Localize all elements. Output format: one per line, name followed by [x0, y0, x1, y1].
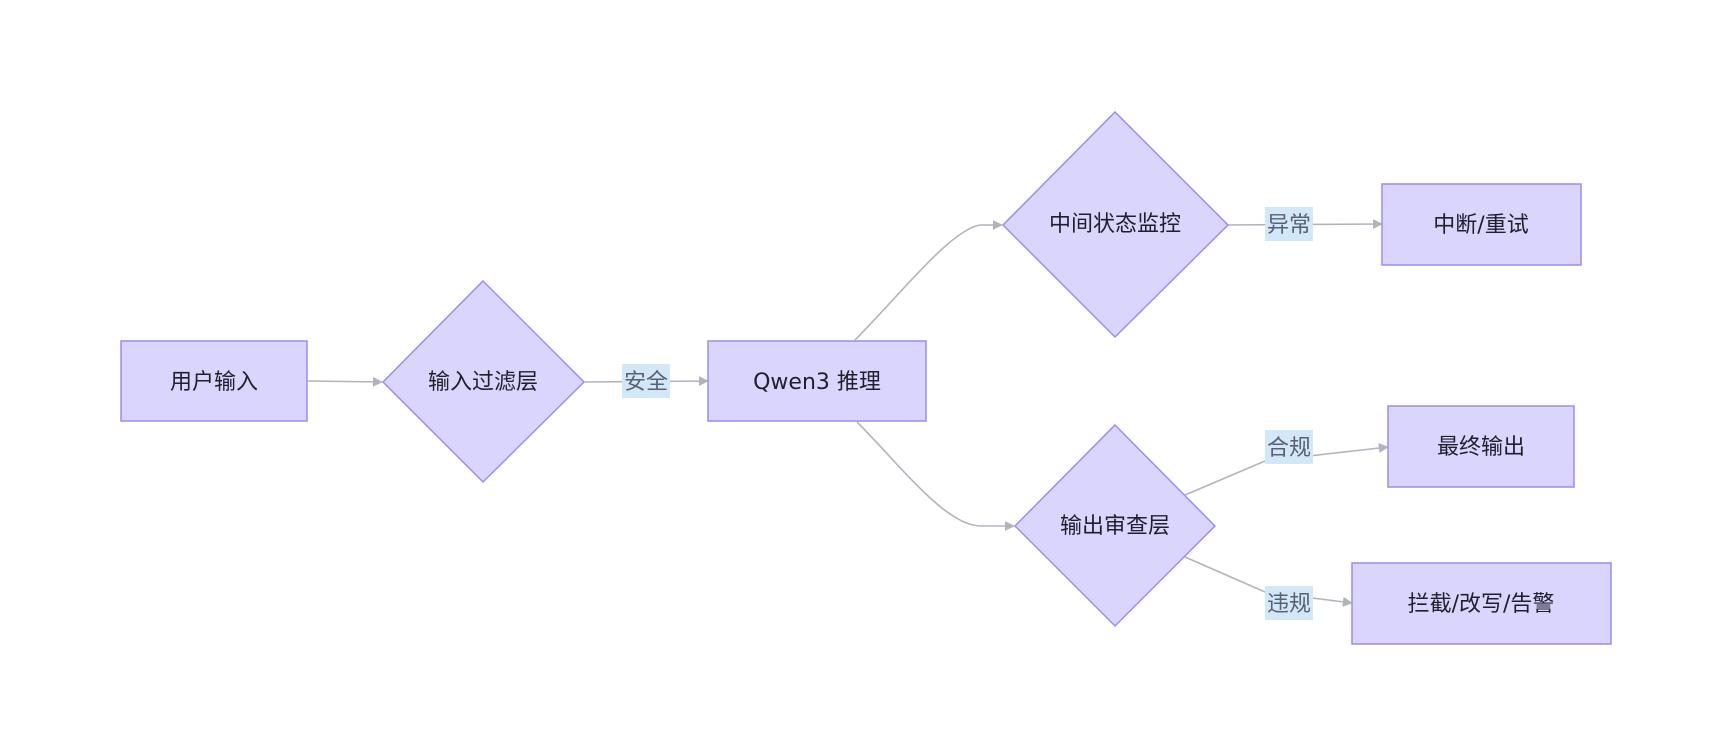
edge-label-safe: 安全 [622, 364, 670, 398]
svg-text:输入过滤层: 输入过滤层 [428, 370, 538, 395]
node-qwen3[interactable]: Qwen3 推理 [707, 340, 927, 422]
svg-text:异常: 异常 [1267, 213, 1311, 238]
node-final-output[interactable]: 最终输出 [1387, 405, 1575, 488]
node-user-input[interactable]: 用户输入 [120, 340, 308, 422]
edge-qwen3-to-output-review [856, 421, 1015, 531]
svg-text:用户输入: 用户输入 [170, 370, 258, 395]
svg-text:拦截/改写/告警: 拦截/改写/告警 [1408, 592, 1555, 617]
svg-text:中断/重试: 中断/重试 [1433, 213, 1528, 238]
node-interrupt-retry[interactable]: 中断/重试 [1381, 183, 1582, 266]
edge-label-abnormal: 异常 [1265, 207, 1313, 241]
svg-text:输出审查层: 输出审查层 [1060, 514, 1170, 539]
node-block-rewrite-alert[interactable]: 拦截/改写/告警 [1351, 562, 1612, 645]
svg-text:违规: 违规 [1267, 592, 1311, 617]
svg-text:最终输出: 最终输出 [1437, 435, 1525, 460]
edge-label-violation: 违规 [1265, 586, 1313, 620]
svg-text:Qwen3 推理: Qwen3 推理 [753, 370, 881, 395]
svg-text:合规: 合规 [1267, 436, 1311, 461]
node-state-monitor[interactable]: 中间状态监控 [1001, 110, 1230, 339]
svg-text:安全: 安全 [624, 370, 668, 395]
edge-label-compliant: 合规 [1265, 430, 1313, 464]
node-input-filter[interactable]: 输入过滤层 [381, 279, 586, 484]
edge-qwen3-to-state-monitor [854, 220, 1003, 341]
node-output-review[interactable]: 输出审查层 [1013, 423, 1217, 628]
svg-text:中间状态监控: 中间状态监控 [1049, 212, 1181, 237]
edge-user-input-to-input-filter [307, 376, 383, 387]
